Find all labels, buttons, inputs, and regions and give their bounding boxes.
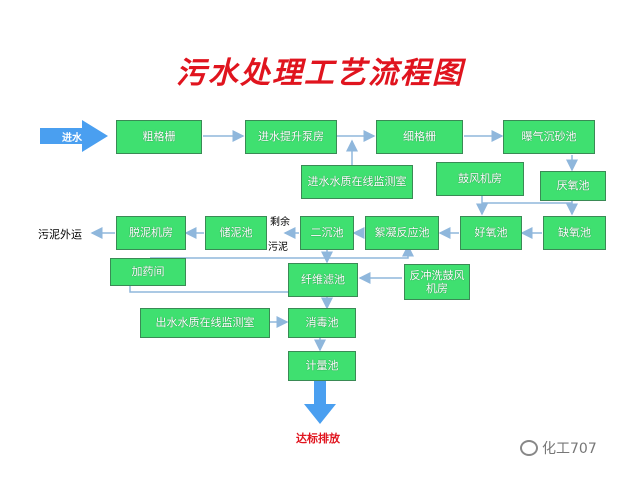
sludge-label: 污泥 — [268, 242, 288, 253]
box-anaerobic: 厌氧池 — [540, 171, 606, 201]
box-aerated-grit: 曝气沉砂池 — [503, 120, 595, 154]
watermark-text: 化工707 — [542, 441, 597, 457]
box-dewatering: 脱泥机房 — [116, 216, 186, 250]
box-metering: 计量池 — [288, 351, 356, 381]
box-anoxic: 缺氧池 — [543, 216, 606, 250]
box-inlet-monitor: 进水水质在线监测室 — [301, 165, 413, 199]
inlet-label: 进水 — [62, 133, 82, 144]
box-fine-screen: 细格栅 — [376, 120, 463, 154]
box-aerobic: 好氧池 — [460, 216, 522, 250]
outlet-arrow — [304, 380, 336, 424]
box-outlet-monitor: 出水水质在线监测室 — [140, 308, 270, 338]
sludge-out-label: 污泥外运 — [38, 228, 82, 241]
box-sludge-storage: 储泥池 — [205, 216, 267, 250]
box-lift-pump: 进水提升泵房 — [245, 120, 337, 154]
box-coarse-screen: 粗格栅 — [116, 120, 202, 154]
outlet-label: 达标排放 — [296, 432, 340, 445]
inlet-arrow — [40, 120, 108, 152]
box-secondary-clarifier: 二沉池 — [300, 216, 354, 250]
wechat-icon — [520, 440, 538, 456]
box-flocculation: 絮凝反应池 — [365, 216, 439, 250]
page-title: 污水处理工艺流程图 — [176, 56, 464, 91]
box-blower: 鼓风机房 — [436, 162, 524, 196]
box-disinfection: 消毒池 — [288, 308, 356, 338]
watermark: 化工707 — [520, 438, 597, 458]
box-fiber-filter: 纤维滤池 — [288, 263, 358, 297]
surplus-label: 剩余 — [270, 217, 290, 228]
box-backwash: 反冲洗鼓风机房 — [404, 264, 470, 300]
box-dosing: 加药间 — [110, 258, 186, 286]
